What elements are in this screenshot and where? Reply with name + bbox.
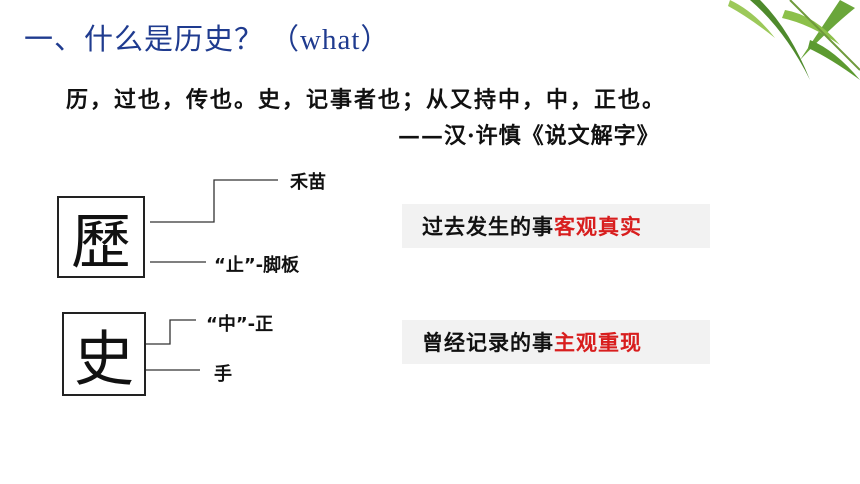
label-li-top: 禾苗 bbox=[290, 172, 326, 193]
card-li-text: 过去发生的事 bbox=[422, 215, 554, 239]
page-title: 一、什么是历史？（what） bbox=[24, 16, 390, 58]
card-shi: 曾经记录的事主观重现 bbox=[402, 320, 710, 364]
label-li-bottom: “止”-脚板 bbox=[214, 255, 300, 276]
seal-glyph-shi: 史 bbox=[62, 312, 146, 396]
bamboo-leaves-icon bbox=[728, 0, 860, 80]
card-shi-highlight: 主观重现 bbox=[554, 331, 642, 355]
quote-source: ——汉·许慎《说文解字》 bbox=[398, 123, 660, 149]
seal-glyph-li: 歷 bbox=[57, 196, 145, 278]
card-li: 过去发生的事客观真实 bbox=[402, 204, 710, 248]
card-shi-text: 曾经记录的事 bbox=[422, 331, 554, 355]
label-shi-top: “中”-正 bbox=[206, 314, 274, 335]
title-cn: 一、什么是历史？ bbox=[24, 22, 265, 56]
card-li-highlight: 客观真实 bbox=[554, 215, 642, 239]
quote-text: 历，过也，传也。史，记事者也；从又持中，中，正也。 bbox=[66, 87, 667, 113]
title-en: （what） bbox=[270, 24, 391, 56]
label-shi-bottom: 手 bbox=[214, 364, 232, 385]
